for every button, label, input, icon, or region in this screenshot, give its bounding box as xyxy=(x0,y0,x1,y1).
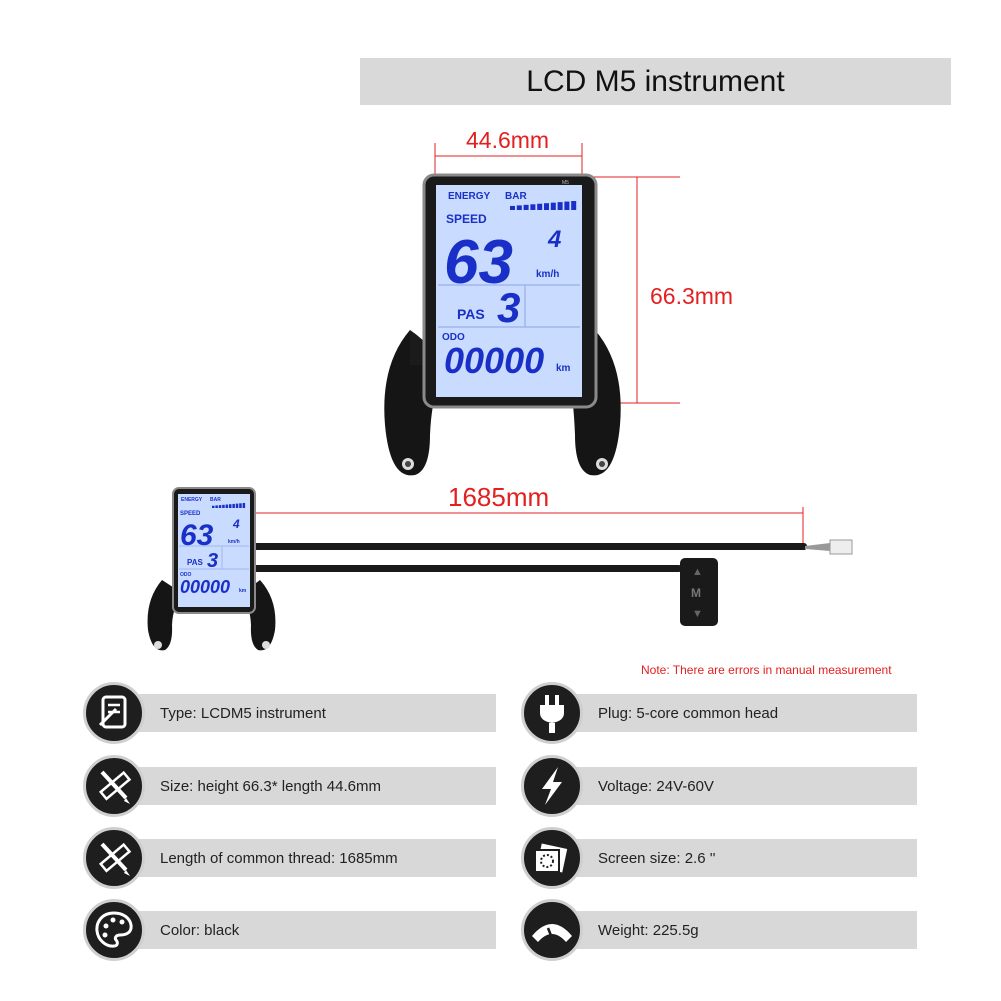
speed-unit: km/h xyxy=(536,269,559,280)
energy-segment xyxy=(242,503,246,508)
spec-type: Type: LCDM5 instrument xyxy=(120,694,496,732)
spec-thread-length: Length of common thread: 1685mm xyxy=(120,839,496,877)
spec-weight-text: Weight: 225.5g xyxy=(598,921,699,939)
small-pas-value: 3 xyxy=(207,550,218,572)
small-speed-unit: km/h xyxy=(228,539,240,545)
spec-screen-size: Screen size: 2.6 '' xyxy=(558,839,917,877)
energy-segment xyxy=(537,203,543,210)
small-odo-value: 00000 xyxy=(180,577,230,597)
ruler-pencil-icon xyxy=(83,755,145,817)
height-dimension-label: 66.3mm xyxy=(650,283,734,309)
palette-icon xyxy=(83,899,145,961)
small-energy-bar xyxy=(212,503,246,508)
energy-segment xyxy=(516,205,522,210)
energy-segment xyxy=(225,504,229,508)
cable-length-label: 1685mm xyxy=(448,482,550,512)
speed-label: SPEED xyxy=(446,212,487,226)
spec-voltage-text: Voltage: 24V-60V xyxy=(598,777,714,795)
small-speed-decimal: 4 xyxy=(232,517,240,531)
measurement-note: Note: There are errors in manual measure… xyxy=(641,663,892,677)
small-speed-value: 63 xyxy=(180,519,214,552)
spec-size-text: Size: height 66.3* length 44.6mm xyxy=(160,777,381,795)
bar-label: BAR xyxy=(505,191,527,202)
spec-plug: Plug: 5-core common head xyxy=(558,694,917,732)
energy-segment xyxy=(235,503,239,508)
screen-icon xyxy=(521,827,583,889)
cable-assembly-illustration: ▲ M ▼ ENERGY BAR SPEED 63 4 km/h PAS 3 O… xyxy=(147,487,853,651)
small-speed-label: SPEED xyxy=(180,511,201,517)
energy-segment xyxy=(510,205,515,210)
spec-weight: Weight: 225.5g xyxy=(558,911,917,949)
button-cable xyxy=(252,565,682,572)
spec-color: Color: black xyxy=(120,911,496,949)
energy-bar xyxy=(510,201,577,210)
spec-thread-length-text: Length of common thread: 1685mm xyxy=(160,849,398,867)
title-bar: LCD M5 instrument xyxy=(360,58,951,105)
energy-segment xyxy=(530,204,536,210)
width-dimension-label: 44.6mm xyxy=(466,127,550,153)
chevron-up-icon: ▲ xyxy=(692,566,703,578)
ruler-pencil-icon xyxy=(83,827,145,889)
plug-icon xyxy=(521,682,583,744)
spec-voltage: Voltage: 24V-60V xyxy=(558,767,917,805)
energy-segment xyxy=(218,505,222,508)
energy-segment xyxy=(229,504,232,508)
spec-plug-text: Plug: 5-core common head xyxy=(598,704,779,722)
spec-screen-size-text: Screen size: 2.6 '' xyxy=(598,849,716,867)
energy-segment xyxy=(571,201,577,210)
energy-segment xyxy=(239,503,242,508)
energy-segment xyxy=(222,504,225,508)
small-odo-unit: km xyxy=(239,588,247,594)
spec-type-text: Type: LCDM5 instrument xyxy=(160,704,326,722)
odo-unit: km xyxy=(556,363,571,374)
energy-segment xyxy=(564,201,570,210)
model-mark: M5 xyxy=(562,180,569,186)
spec-size: Size: height 66.3* length 44.6mm xyxy=(120,767,496,805)
small-lcd-screen xyxy=(178,494,250,607)
odo-label: ODO xyxy=(442,332,465,343)
energy-segment xyxy=(212,505,215,508)
page-title: LCD M5 instrument xyxy=(526,64,785,98)
small-odo-label: ODO xyxy=(180,572,192,578)
energy-segment xyxy=(557,202,563,210)
pas-value: 3 xyxy=(497,284,520,331)
small-energy-label: ENERGY xyxy=(181,497,203,503)
pas-label: PAS xyxy=(457,306,485,322)
five-pin-connector xyxy=(829,539,853,555)
spec-color-text: Color: black xyxy=(160,921,240,939)
main-display-illustration: M5 ENERGY BAR SPEED 63 4 km/h PAS 3 ODO … xyxy=(384,143,680,476)
energy-segment xyxy=(550,202,556,210)
lightning-icon xyxy=(521,755,583,817)
speed-decimal: 4 xyxy=(547,226,561,253)
document-icon xyxy=(83,682,145,744)
main-cable xyxy=(252,543,807,550)
mode-button-label: M xyxy=(691,586,701,600)
odo-value: 00000 xyxy=(444,340,544,381)
energy-segment xyxy=(544,203,549,210)
scale-icon xyxy=(521,899,583,961)
lcd-screen xyxy=(436,185,582,397)
small-bar-label: BAR xyxy=(210,497,221,503)
small-pas-label: PAS xyxy=(187,558,204,567)
chevron-down-icon: ▼ xyxy=(692,608,703,620)
energy-segment xyxy=(215,505,218,508)
energy-segment xyxy=(523,204,529,210)
energy-segment xyxy=(232,503,235,508)
control-button-pad xyxy=(680,558,718,626)
energy-label: ENERGY xyxy=(448,191,491,202)
